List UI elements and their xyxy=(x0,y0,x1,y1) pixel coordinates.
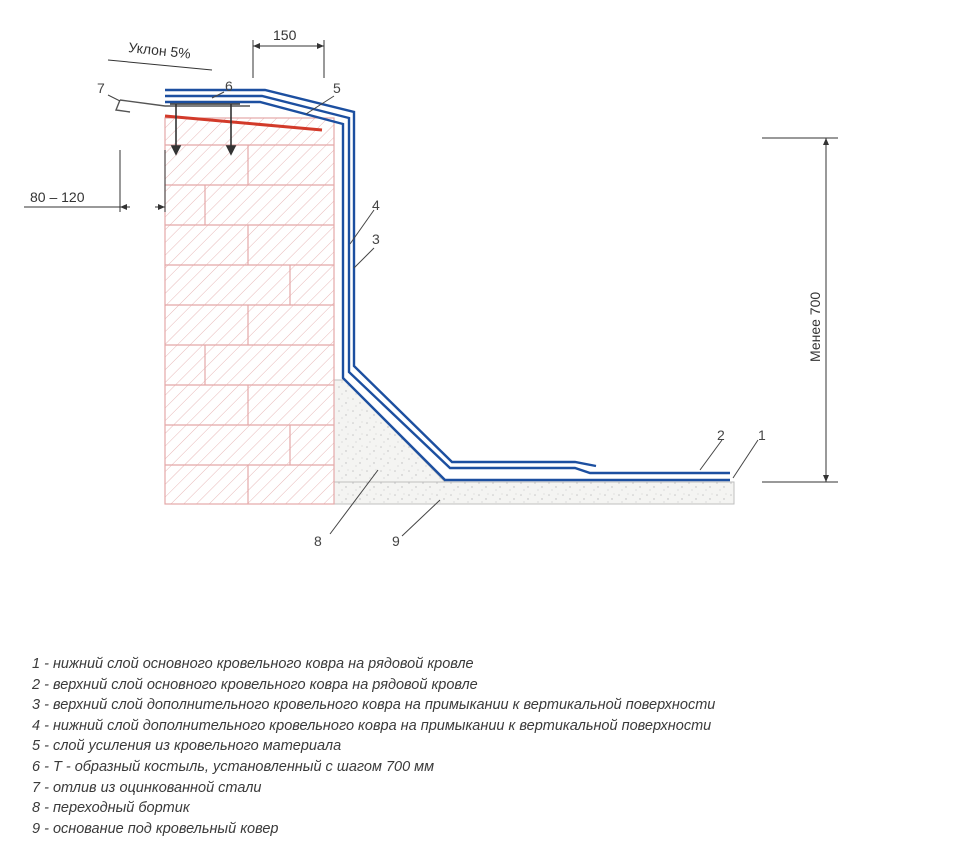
slope-label: Уклон 5% xyxy=(128,39,192,61)
dimension-150-label: 150 xyxy=(273,27,297,43)
transition-fillet xyxy=(333,379,447,483)
legend-item: 8 - переходный бортик xyxy=(32,800,190,817)
reinforcement-layer xyxy=(164,114,323,132)
roof-base xyxy=(333,481,735,505)
dimension-80-120-label: 80 – 120 xyxy=(30,189,85,205)
legend-item: 5 - слой усиления из кровельного материа… xyxy=(32,738,342,755)
callout-7: 7 xyxy=(97,80,105,96)
slope-indicator: Уклон 5% xyxy=(107,39,213,71)
brick-parapet xyxy=(164,117,335,505)
drip-flashing xyxy=(115,99,250,113)
dimension-150 xyxy=(252,40,325,78)
dimension-700 xyxy=(762,137,838,483)
callout-1: 1 xyxy=(758,427,766,443)
legend-list: 1 - нижний слой основного кровельного ко… xyxy=(32,654,715,839)
legend-item: 2 - верхний слой основного кровельного к… xyxy=(32,676,478,693)
legend-item: 3 - верхний слой дополнительного кровель… xyxy=(32,697,716,714)
callout-numbers: 7 6 5 4 3 2 1 8 9 xyxy=(97,78,766,549)
legend-item: 1 - нижний слой основного кровельного ко… xyxy=(32,656,474,672)
callout-8: 8 xyxy=(314,533,322,549)
legend-item: 9 - основание под кровельный ковер xyxy=(32,820,279,837)
layer-2-line xyxy=(165,94,730,475)
roof-layers xyxy=(165,88,730,482)
callout-2: 2 xyxy=(717,427,725,443)
dimension-700-label: Менее 700 xyxy=(807,292,823,362)
callout-leaders xyxy=(107,91,759,537)
legend-item: 7 - отлив из оцинкованной стали xyxy=(32,779,262,796)
callout-3: 3 xyxy=(372,231,380,247)
callout-4: 4 xyxy=(372,197,380,213)
callout-9: 9 xyxy=(392,533,400,549)
t-anchor xyxy=(170,103,240,156)
layer-1-line xyxy=(165,100,730,482)
legend-item: 6 - Т - образный костыль, установленный … xyxy=(32,758,435,775)
legend-item: 4 - нижний слой дополнительного кровельн… xyxy=(32,717,712,734)
callout-5: 5 xyxy=(333,80,341,96)
layer-3-line xyxy=(165,88,597,468)
callout-6: 6 xyxy=(225,78,233,94)
dimension-80-120 xyxy=(24,150,166,212)
